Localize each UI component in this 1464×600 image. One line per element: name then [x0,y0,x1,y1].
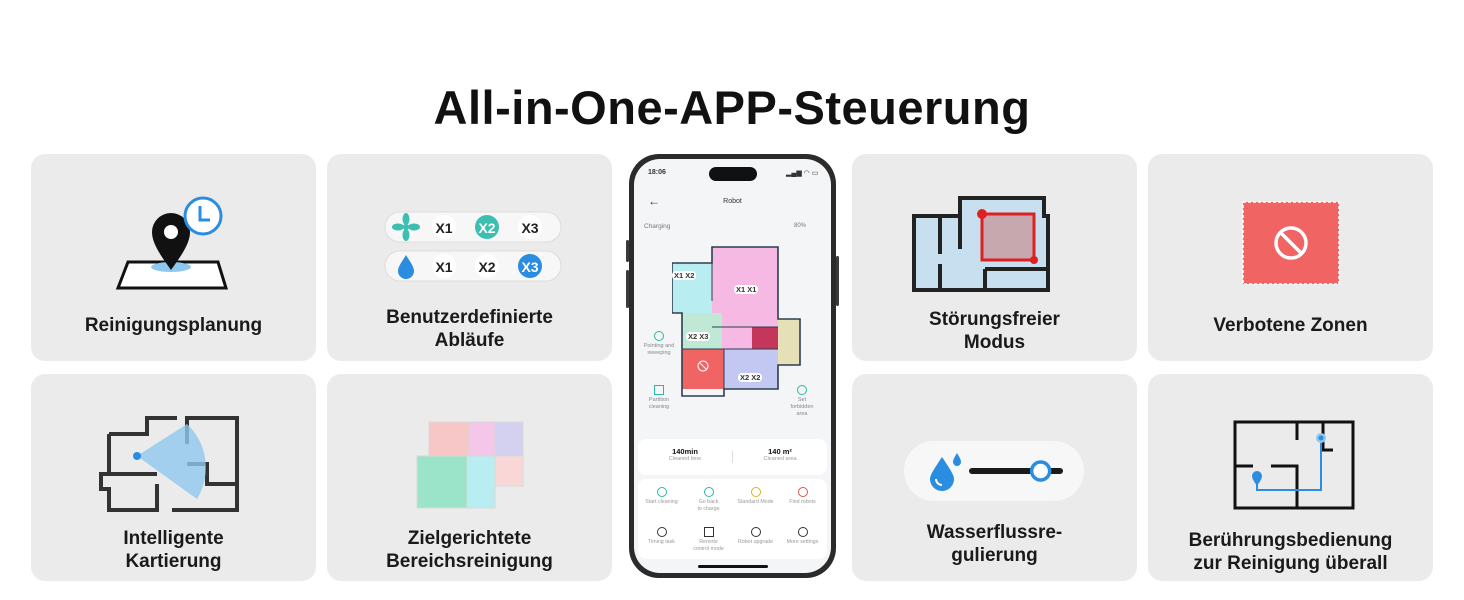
feature-card-touch-control: Berührungsbedienung zur Reinigung überal… [1148,374,1433,581]
map-pin-clock-icon [115,196,229,290]
feature-card-smart-mapping: Intelligente Kartierung [31,374,316,581]
screen-title: Robot [723,198,742,205]
actions-panel: Start cleaning Go back to charge Standar… [638,479,827,559]
water-drop-icon [398,255,414,279]
room-label-1: X1 X2 [672,271,697,280]
action-more-settings[interactable]: More settings [779,527,826,546]
partition-icon [654,385,664,395]
action-start-cleaning[interactable]: Start cleaning [638,487,685,506]
water-flow-slider[interactable] [966,456,1066,486]
route-map-icon [1233,420,1355,510]
action-timing-task[interactable]: Timing task [638,527,685,546]
feature-label: Zielgerichtete Bereichsreinigung [386,528,553,572]
stat-label: Cleaned time [668,456,702,462]
fan-icon [392,213,420,241]
feature-label: Benutzerdefinierte Abläufe [386,307,553,351]
feature-label: Reinigungsplanung [84,315,263,336]
signal-icons: ▂▄▆ ◠ ▭ [786,170,819,177]
feature-card-custom-flows: X1 X2 X3 X1 X2 X3 Benutzerdefinierte Abl… [327,154,612,361]
forbidden-area-tool[interactable]: Set forbidden area [782,385,822,418]
action-robot-upgrade[interactable]: Robot upgrade [732,527,779,546]
page-title: All-in-One-APP-Steuerung [433,81,1031,134]
tool-label: Pointing and sweeping [643,343,675,356]
battery-level: 80% [794,223,807,229]
home-indicator [698,565,768,568]
water-drops-icon [930,453,961,491]
fan-level-x1[interactable]: X1 [435,220,453,236]
floorplan-scan-icon [99,416,239,512]
water-level-x3[interactable]: X3 [521,259,539,275]
phone-screen: 18:06 ▂▄▆ ◠ ▭ ← Robot Charging 80% X1 X2… [634,159,831,573]
target-icon [654,331,664,341]
ban-icon [797,385,807,395]
stat-value: 140 m² [768,447,792,456]
status-time: 18:06 [648,169,666,176]
pointing-sweep-tool[interactable]: Pointing and sweeping [638,331,680,357]
stats-panel: 140min Cleaned time 140 m² Cleaned area [638,439,827,475]
feature-card-scheduling: Reinigungsplanung [31,154,316,361]
colored-rooms-icon [416,421,524,509]
stat-value: 140min [672,447,698,456]
fan-level-x3[interactable]: X3 [521,220,539,236]
phone-mockup: 18:06 ▂▄▆ ◠ ▭ ← Robot Charging 80% X1 X2… [629,154,836,578]
feature-label: Störungsfreier Modus [929,309,1060,353]
stat-label: Cleaned area [763,456,797,462]
stat-area: 140 m² Cleaned area [733,447,827,462]
feature-label: Wasserflussre- gulierung [926,522,1063,566]
level-selector-graphic [384,211,562,282]
charging-status: Charging [644,223,671,230]
feature-card-targeted-cleaning: Zielgerichtete Bereichsreinigung [327,374,612,581]
action-go-back-charge[interactable]: Go back to charge [685,487,732,512]
cleaning-map[interactable] [672,241,822,441]
water-level-x1[interactable]: X1 [435,259,453,275]
feature-card-no-go-zones: Verbotene Zonen [1148,154,1433,361]
action-standard-mode[interactable]: Standard Mode [732,487,779,506]
action-find-robots[interactable]: Find robots [779,487,826,506]
water-level-x2[interactable]: X2 [478,259,496,275]
room-label-4: X2 X2 [738,373,763,382]
action-remote-control[interactable]: Remote control mode [685,527,732,552]
room-label-3: X2 X3 [686,332,711,341]
feature-card-water-flow: Wasserflussre- gulierung [852,374,1137,581]
restricted-area-map-icon [912,196,1050,292]
dynamic-island [709,167,757,181]
feature-label: Verbotene Zonen [1213,315,1368,336]
stat-time: 140min Cleaned time [638,447,732,462]
forbidden-zone-icon [1242,201,1340,285]
fan-level-x2[interactable]: X2 [478,220,496,236]
feature-card-dnd-mode: Störungsfreier Modus [852,154,1137,361]
feature-label: Berührungsbedienung zur Reinigung überal… [1188,530,1393,574]
partition-tool[interactable]: Partition cleaning [638,385,680,411]
room-label-2: X1 X1 [734,285,759,294]
tool-label: Partition cleaning [648,397,670,410]
slider-knob [1029,460,1052,482]
back-arrow-icon[interactable]: ← [648,194,660,208]
tool-label: Set forbidden area [790,397,814,417]
feature-label: Intelligente Kartierung [123,528,224,572]
